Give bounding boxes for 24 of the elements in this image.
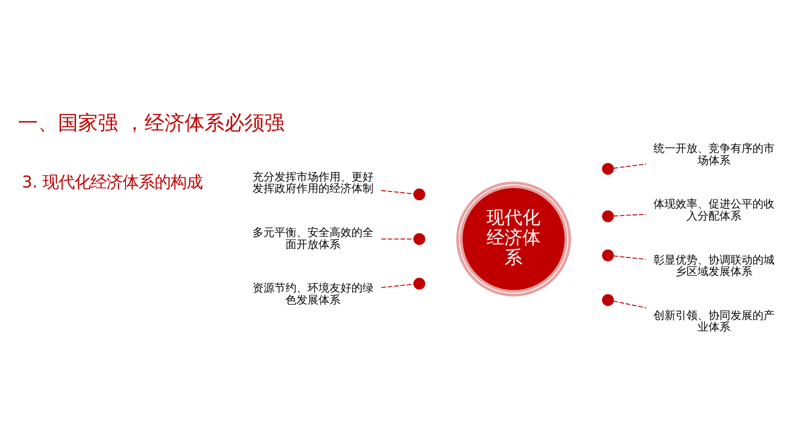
node-text: 创新引领、协同发展的产业体系 bbox=[654, 308, 775, 334]
connector bbox=[612, 300, 647, 308]
node-circle bbox=[602, 162, 614, 174]
connector bbox=[380, 238, 414, 239]
connector bbox=[613, 163, 646, 168]
node-circle bbox=[602, 294, 614, 306]
label: 3. 现代化经济体系的构成 bbox=[22, 172, 203, 191]
node-text: 多元平衡、安全高效的全面开放体系 bbox=[252, 225, 374, 250]
connector bbox=[380, 283, 414, 288]
connector bbox=[613, 254, 646, 260]
node-text: 资源节约、环境友好的绿色发展体系 bbox=[252, 281, 374, 306]
node-circle: 现代化经济体系 bbox=[456, 181, 572, 296]
node-circle bbox=[602, 249, 614, 261]
connector bbox=[613, 213, 646, 216]
node-text: 彰显优势、协调联动的城乡区域发展体系 bbox=[654, 252, 775, 278]
node-circle bbox=[413, 188, 426, 200]
node-text: 统一开放、竞争有序的市场体系 bbox=[654, 142, 775, 166]
node-text: 体现效率、促进公平的收入分配体系 bbox=[654, 197, 775, 222]
node-circle bbox=[413, 277, 426, 290]
node-text: 充分发挥市场作用、更好发挥政府作用的经济体制 bbox=[252, 170, 374, 195]
connector bbox=[380, 190, 414, 194]
node-circle bbox=[602, 210, 614, 222]
diagram-title: 一、国家强 ，经济体系必须强 bbox=[18, 110, 285, 134]
node-circle bbox=[413, 232, 426, 244]
